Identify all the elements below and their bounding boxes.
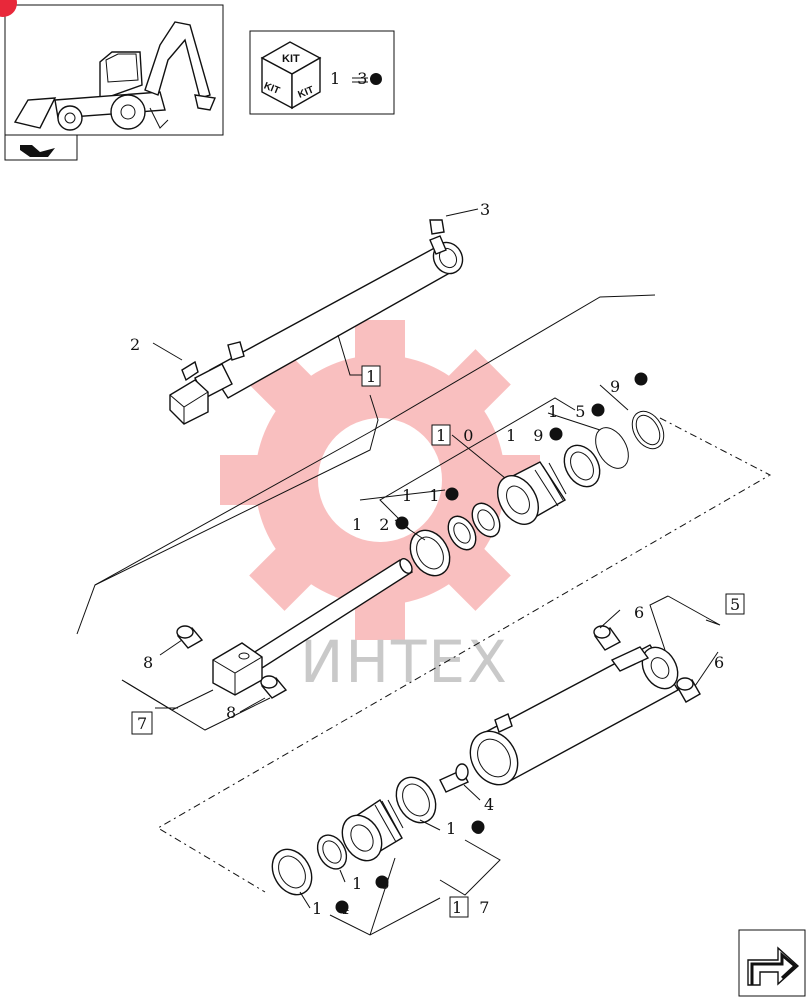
next-page-button[interactable] <box>738 929 806 997</box>
corner-badge <box>0 0 17 17</box>
svg-text:KIT: KIT <box>282 53 300 65</box>
bushing-8-upper[interactable] <box>176 625 204 649</box>
cylinder-assembly[interactable] <box>169 219 468 425</box>
seal-12[interactable] <box>402 523 457 583</box>
grease-fitting-2 <box>181 360 199 382</box>
callout-7[interactable]: 7 <box>137 714 153 733</box>
bushing-6-lower[interactable] <box>676 677 701 703</box>
callout-2[interactable]: 2 <box>130 335 146 354</box>
callout-17[interactable]: 1 7 <box>452 898 495 917</box>
exploded-envelope <box>157 417 772 893</box>
kit-ref-number: 1 3 <box>330 69 373 88</box>
watermark-text: ИНТЕХ <box>300 628 509 696</box>
kit-dot-12 <box>395 516 409 530</box>
kit-dot-15 <box>591 403 605 417</box>
leader-lines <box>94 208 721 936</box>
callout-11[interactable]: 1 1 <box>402 486 445 505</box>
kit-dot-18 <box>471 820 485 834</box>
grease-fitting-3 <box>429 219 445 235</box>
callout-5[interactable]: 5 <box>730 595 746 614</box>
ring-11[interactable] <box>443 498 506 554</box>
callout-6-lower[interactable]: 6 <box>714 653 730 672</box>
snap-ring-9[interactable] <box>626 406 670 455</box>
assembly-boundary-line <box>76 294 656 635</box>
callout-15[interactable]: 1 5 <box>548 402 591 421</box>
bushing-8-lower[interactable] <box>260 675 288 699</box>
kit-legend-panel: KIT KIT KIT 1 3 <box>249 30 395 115</box>
callout-12[interactable]: 1 2 <box>352 515 395 534</box>
callout-14[interactable]: 1 4 <box>312 899 355 918</box>
piston-17[interactable] <box>334 799 404 868</box>
callout-4[interactable]: 4 <box>484 795 500 814</box>
kit-member-dot <box>370 73 382 85</box>
callout-8-upper[interactable]: 8 <box>143 653 159 672</box>
previous-arrow-icon[interactable] <box>20 145 55 157</box>
callout-9[interactable]: 9 <box>610 377 626 396</box>
callout-1[interactable]: 1 <box>366 367 382 386</box>
kit-dot-19 <box>549 427 563 441</box>
seal-14[interactable] <box>264 842 319 902</box>
kit-dot-9 <box>634 372 648 386</box>
bushing-6-upper[interactable] <box>593 625 622 651</box>
kit-dot-14 <box>335 900 349 914</box>
kit-dot-11 <box>445 487 459 501</box>
seal-19[interactable] <box>557 439 607 493</box>
kit-dot-16 <box>375 875 389 889</box>
machine-thumbnail-panel[interactable] <box>0 0 224 161</box>
callout-10[interactable]: 1 0 <box>436 426 479 445</box>
cylinder-barrel[interactable] <box>461 641 685 793</box>
callout-8-lower[interactable]: 8 <box>226 703 242 722</box>
callout-16[interactable]: 1 6 <box>352 874 395 893</box>
kit-box-icon: KIT KIT KIT <box>260 41 322 110</box>
callouts: 2 3 1 9 1 5 1 0 1 9 1 1 1 2 6 5 6 8 7 8 … <box>130 200 746 918</box>
seal-18[interactable] <box>388 770 443 830</box>
gland-10[interactable] <box>489 461 567 532</box>
callout-3[interactable]: 3 <box>480 200 496 219</box>
ring-16[interactable] <box>312 830 353 874</box>
oring-15[interactable] <box>589 422 635 474</box>
callout-6-upper[interactable]: 6 <box>634 603 650 622</box>
grease-fitting-4[interactable] <box>439 763 469 793</box>
backhoe-loader-thumbnail <box>13 21 216 131</box>
callout-19[interactable]: 1 9 <box>506 426 549 445</box>
